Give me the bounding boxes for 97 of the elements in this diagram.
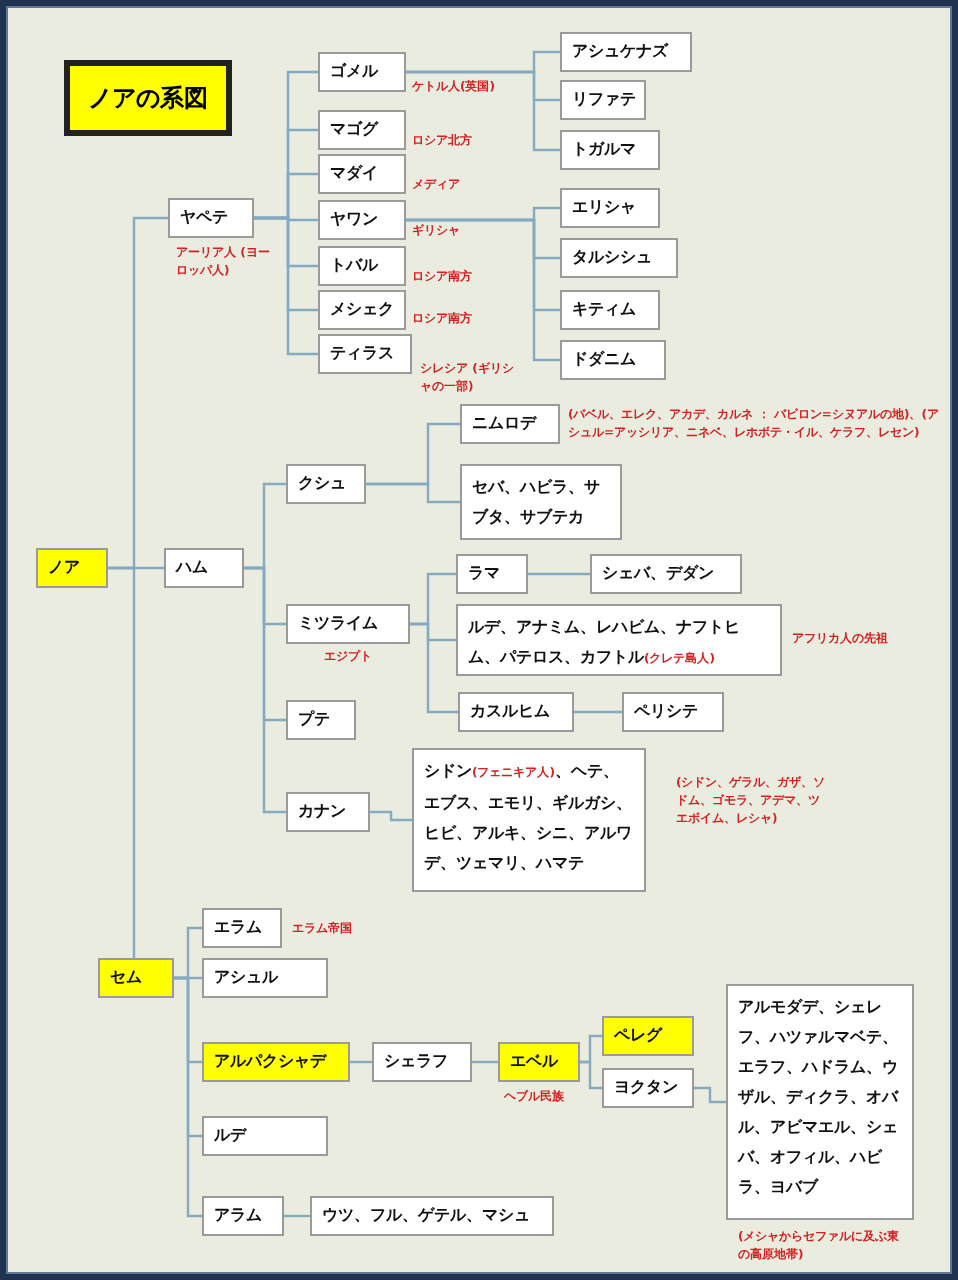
name-text: ゴメル [330,64,378,80]
name-text: エラム [214,920,262,936]
name-text: カナン [298,804,346,820]
name-text: ハム [176,560,208,576]
name-text: ニムロデ [472,416,536,432]
connector-line [406,218,560,362]
name-box [460,404,560,444]
name-text: ウツ、フル、ゲテル、マシュ [322,1208,530,1224]
name-text: マダイ [330,166,378,182]
name-box [456,604,782,676]
name-text: メシェク [330,302,394,318]
name-text: ペリシテ [634,704,698,720]
connector-line [370,810,412,822]
name-text: シェラフ [384,1054,448,1070]
name-box [726,984,914,1220]
name-box [372,1042,472,1082]
connector-line [174,976,202,1218]
name-box [202,1116,328,1156]
connector-line [254,216,318,356]
name-text: アラム [214,1208,262,1224]
name-box [560,238,678,278]
name-text: アルモダデ、シェレフ、ハツァルマベテ、エラフ、ハドラム、ウザル、ディクラ、オバル、アビマエル、シェバ、オフィル、ハビラ、ヨバブ [738,996,901,1200]
name-box [318,246,406,286]
name-box [318,154,406,194]
name-text: トガルマ [572,142,636,158]
name-text: プテ [298,712,330,728]
name-box [318,110,406,150]
name-box [202,1042,350,1082]
name-box [286,792,370,832]
name-text: ティラス [330,346,394,362]
name-box [456,554,528,594]
connector-line [350,1060,372,1064]
name-text: タルシシュ [572,250,652,266]
connector-line [580,1060,602,1090]
connector-line [108,566,136,958]
connector-line [528,572,590,576]
name-box [310,1196,554,1236]
name-text: アシュケナズ [572,44,668,60]
name-box [560,340,666,380]
name-text: カスルヒム [470,704,550,720]
name-box [602,1068,694,1108]
name-text: エベル [510,1054,558,1070]
connector-line [406,70,560,152]
name-text: セバ、ハビラ、サブタ、サブテカ [472,476,602,530]
name-box [590,554,742,594]
name-text: リファテ [572,92,636,108]
name-box [560,290,660,330]
connector-line [694,1086,726,1104]
name-box [318,334,412,374]
name-text: キティム [572,302,636,318]
connector-line [472,1060,498,1064]
name-text: マゴグ [330,122,378,138]
name-text: ラマ [468,566,500,582]
name-text: ヤワン [330,212,378,228]
name-text: ミツライム [298,616,378,632]
name-box [622,692,724,732]
name-box [202,958,328,998]
name-box [318,290,406,330]
name-text: ヤペテ [180,210,228,226]
name-box [498,1042,580,1082]
name-box [98,958,174,998]
name-box [412,748,646,892]
name-box [560,130,660,170]
name-text: ペレグ [614,1028,662,1044]
connector-line [284,1214,310,1218]
name-text: アルパクシャデ [214,1054,326,1070]
title-box: ノアの系図 [64,60,232,136]
name-box [286,464,366,504]
name-box [560,188,660,228]
name-box [164,548,244,588]
name-text: アシュル [214,970,278,986]
name-text: シェバ、デダン [602,566,714,582]
name-box [602,1016,694,1056]
name-box [560,80,646,120]
name-box [318,52,406,92]
name-box [560,32,692,72]
name-text: トバル [330,258,378,274]
name-text: クシュ [298,476,346,492]
name-box [318,200,406,240]
connector-line [244,566,286,814]
name-box [458,692,574,732]
name-box [168,198,254,238]
name-text: ドダニム [572,352,636,368]
name-text: ノア [48,560,80,576]
name-text: ルデ [214,1128,246,1144]
connector-line [574,710,622,714]
connector-line [366,482,460,504]
name-text: ヨクタン [614,1080,678,1096]
name-box [36,548,108,588]
name-box [460,464,622,540]
name-text: セム [110,970,142,986]
name-box [286,604,410,644]
connector-line [410,622,458,714]
name-box [286,700,356,740]
name-box [202,908,282,948]
name-text: エリシャ [572,200,636,216]
name-box [202,1196,284,1236]
